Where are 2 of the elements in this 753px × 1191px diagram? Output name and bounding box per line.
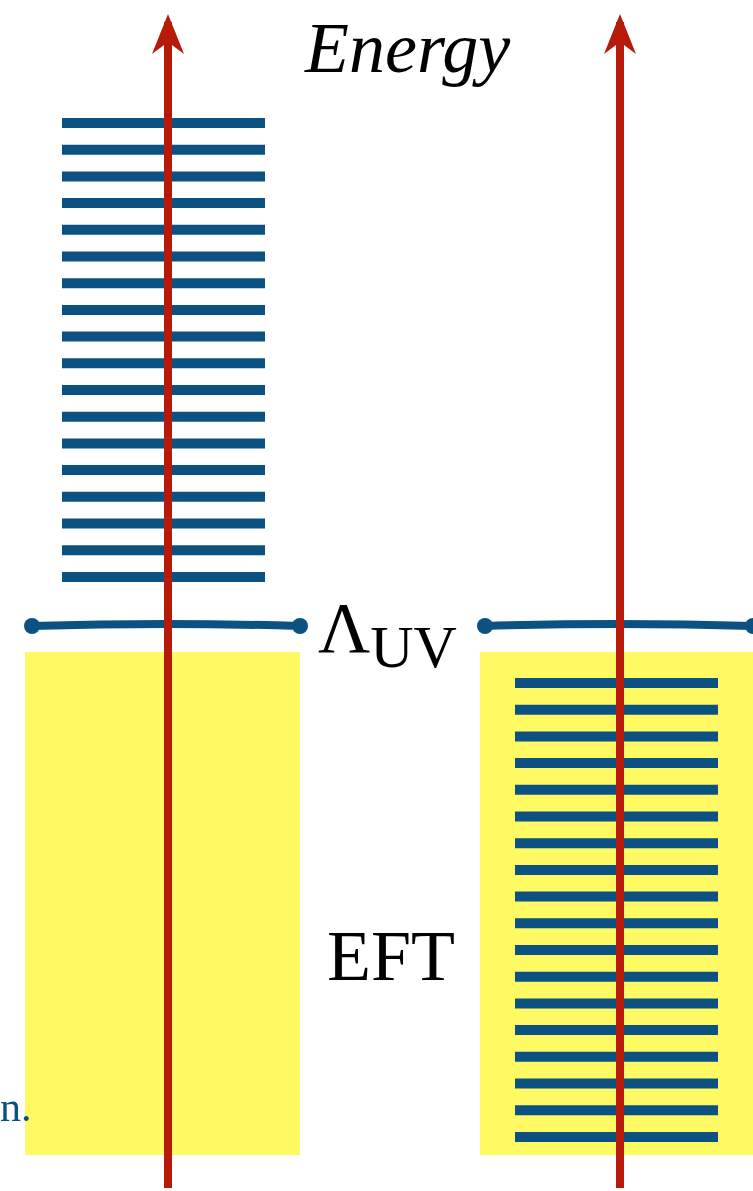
region-label: EFT xyxy=(327,920,455,992)
cutoff-label: Λ$_{UV}$ xyxy=(318,592,457,678)
